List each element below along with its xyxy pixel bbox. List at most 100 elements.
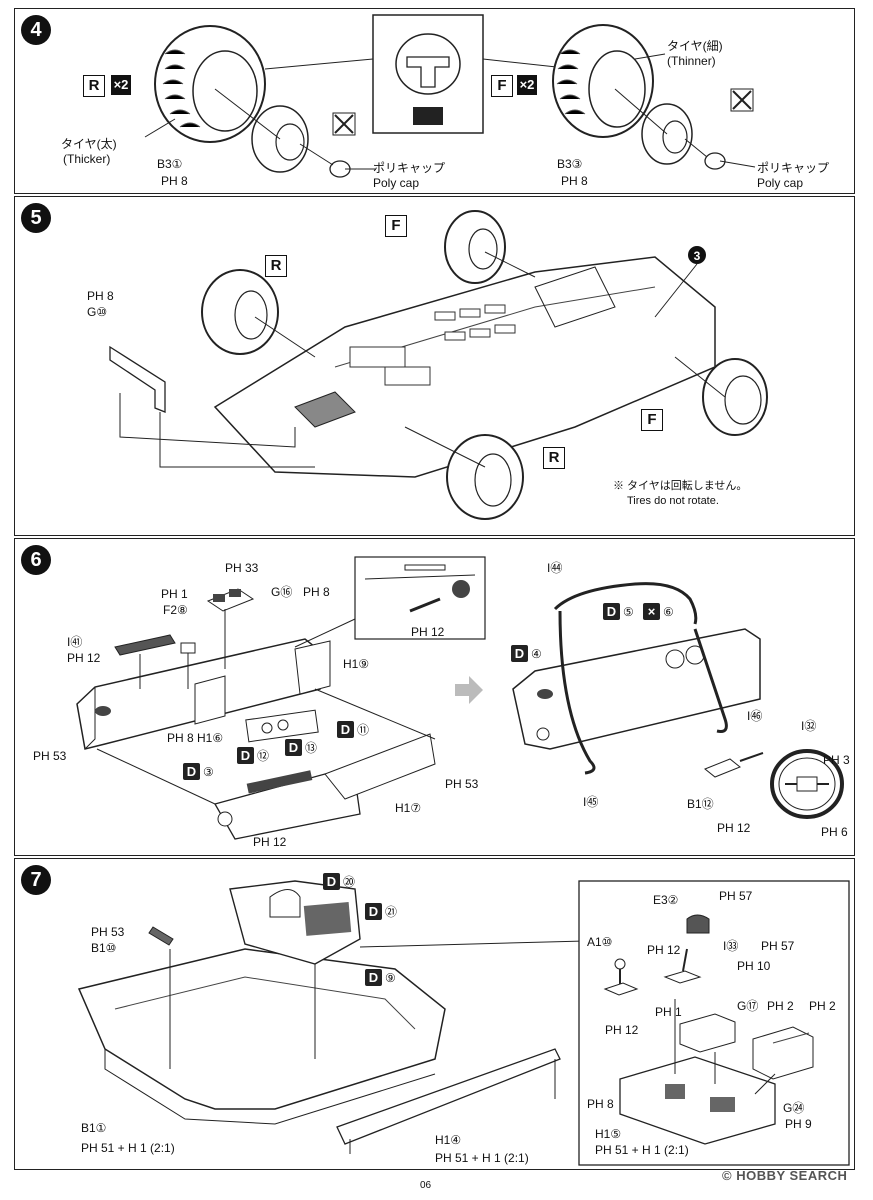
part-label: G⑰ xyxy=(737,999,759,1013)
part-label: E3② xyxy=(653,893,679,907)
ph-label: PH 8 xyxy=(587,1097,614,1111)
part-d-badge: D xyxy=(365,969,382,986)
part-label: I㉜ xyxy=(801,719,817,733)
step-number: 7 xyxy=(21,865,51,895)
front-tag: F xyxy=(491,75,513,97)
part-label: ⑥ xyxy=(663,605,674,619)
step-4-illustration xyxy=(144,14,756,178)
tire-thin-label-en: (Thinner) xyxy=(667,54,716,68)
part-label: I㉝ xyxy=(723,939,739,953)
part-d-badge: D xyxy=(365,903,382,920)
part-label: G⑯ xyxy=(271,585,293,599)
front-tag: F xyxy=(641,409,663,431)
part-label: ㉑ xyxy=(385,905,398,919)
ratio-label: PH 51 + H 1 (2:1) xyxy=(435,1151,529,1165)
step-number: 4 xyxy=(21,15,51,45)
part-d-badge: D xyxy=(337,721,354,738)
wheel-part-right: B3③ xyxy=(557,157,583,171)
part-label: B1⑩ xyxy=(91,941,117,955)
part-label: F2⑧ xyxy=(163,603,188,617)
front-tag: F xyxy=(385,215,407,237)
tire-thin-label-jp: タイヤ(細) xyxy=(667,39,723,53)
polycap-label-jp: ポリキャップ xyxy=(373,161,446,175)
svg-text:3: 3 xyxy=(694,249,701,263)
part-label: H1⑥ xyxy=(197,731,224,745)
ph-label: PH 33 xyxy=(225,561,259,575)
ph-label: PH 6 xyxy=(821,825,848,839)
part-d-badge: D xyxy=(285,739,302,756)
part-d-badge: D xyxy=(323,873,340,890)
rear-tag: R xyxy=(83,75,105,97)
part-label: ⑨ xyxy=(385,971,396,985)
part-d-badge: D xyxy=(603,603,620,620)
step-7-panel: 7 xyxy=(14,858,855,1170)
ph-label: PH 12 xyxy=(717,821,751,835)
part-label: I㊻ xyxy=(747,709,763,723)
part-d-badge: D xyxy=(511,645,528,662)
ph-label: PH 12 xyxy=(67,651,101,665)
part-label: I㊹ xyxy=(547,561,563,575)
ph-left: PH 8 xyxy=(161,174,188,188)
rear-tag: R xyxy=(265,255,287,277)
ph-label: PH 2 xyxy=(767,999,794,1013)
ph-label: PH 8 xyxy=(87,289,114,303)
watermark: © HOBBY SEARCH xyxy=(722,1168,848,1183)
inset-ph-label: PH 12 xyxy=(411,625,445,639)
tire-thick-label-en: (Thicker) xyxy=(63,152,111,166)
ph-label: PH 12 xyxy=(605,1023,639,1037)
part-label: H1⑦ xyxy=(395,801,422,815)
ph-label: PH 9 xyxy=(785,1117,812,1131)
step-6-panel: 6 xyxy=(14,538,855,856)
part-label: A1⑩ xyxy=(587,935,613,949)
part-label: I㊶ xyxy=(67,635,83,649)
no-glue-badge: × xyxy=(643,603,660,620)
ph-label: PH 8 xyxy=(303,585,330,599)
ph-label: PH 57 xyxy=(761,939,795,953)
step-5-illustration: 3 xyxy=(109,210,768,520)
ph-label: PH 12 xyxy=(253,835,287,849)
part-label: H1④ xyxy=(435,1133,462,1147)
ph-label: PH 53 xyxy=(33,749,67,763)
part-label: H1⑨ xyxy=(343,657,370,671)
note-en: Tires do not rotate. xyxy=(627,495,719,507)
ratio-label: PH 51 + H 1 (2:1) xyxy=(595,1143,689,1157)
step-number: 6 xyxy=(21,545,51,575)
part-label: ⑤ xyxy=(623,605,634,619)
part-label: ③ xyxy=(203,765,214,779)
step-6-illustration xyxy=(76,556,844,840)
part-label: B1⑫ xyxy=(687,797,714,811)
ph-label: PH 3 xyxy=(823,753,850,767)
part-label: ⑬ xyxy=(305,741,318,755)
note-jp: ※ タイヤは回転しません。 xyxy=(613,480,748,492)
part-label: G㉔ xyxy=(783,1101,805,1115)
wheel-part-left: B3① xyxy=(157,157,183,171)
part-d-badge: D xyxy=(237,747,254,764)
ph-right: PH 8 xyxy=(561,174,588,188)
page-number: 06 xyxy=(420,1180,432,1191)
part-label: B1① xyxy=(81,1121,107,1135)
ph-label: PH 53 xyxy=(445,777,479,791)
tire-thick-label-jp: タイヤ(太) xyxy=(61,137,117,151)
polycap-label-en: Poly cap xyxy=(373,176,420,190)
part-label: ⑫ xyxy=(257,749,270,763)
part-label: I㊺ xyxy=(583,795,599,809)
polycap-label-jp: ポリキャップ xyxy=(757,161,830,175)
ph-label: PH 53 xyxy=(91,925,125,939)
ph-label: PH 2 xyxy=(809,999,836,1013)
step-5-panel: 5 3 F R xyxy=(14,196,855,536)
polycap-label-en: Poly cap xyxy=(757,176,804,190)
ph-label: PH 1 xyxy=(655,1005,682,1019)
step-number: 5 xyxy=(21,203,51,233)
ph-label: PH 57 xyxy=(719,889,753,903)
multiplier-badge: ×2 xyxy=(111,75,131,95)
part-label: G⑩ xyxy=(87,305,108,319)
rear-tag: R xyxy=(543,447,565,469)
multiplier-badge: ×2 xyxy=(517,75,537,95)
part-label: ⑳ xyxy=(343,875,356,889)
ratio-label: PH 51 + H 1 (2:1) xyxy=(81,1141,175,1155)
ph-label: PH 1 xyxy=(161,587,188,601)
step-4-panel: 4 xyxy=(14,8,855,194)
part-label: H1⑤ xyxy=(595,1127,622,1141)
step-7-illustration xyxy=(77,880,850,1166)
ph-label: PH 8 xyxy=(167,731,194,745)
